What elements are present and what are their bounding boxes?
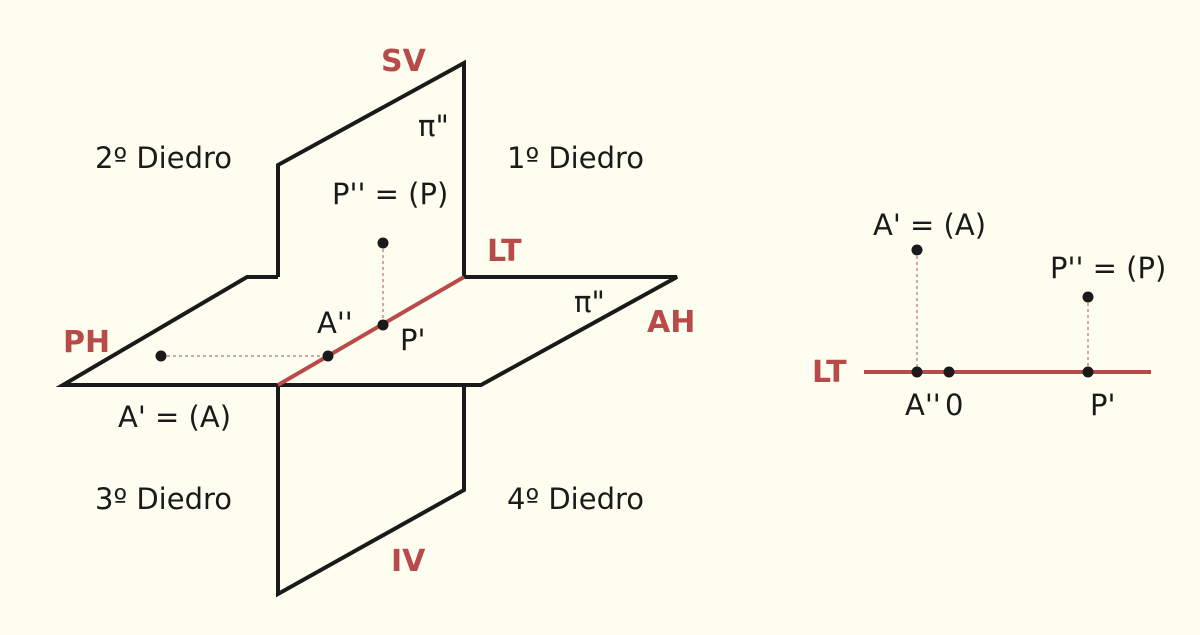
label-a-bottom: A'' [905, 388, 941, 422]
label-lt: LT [487, 234, 522, 269]
lower-vertical-plane [276, 385, 466, 598]
label-dihedron-3: 3º Diedro [95, 482, 232, 516]
label-pi-vertical: π" [418, 109, 449, 143]
point-p-top [1082, 291, 1094, 303]
horizontal-plane [55, 275, 678, 387]
label-p-vertical: P'' = (P) [332, 177, 448, 211]
lt-line [276, 275, 466, 387]
label-iv: IV [391, 544, 426, 579]
label-ph: PH [63, 325, 110, 360]
label-sv: SV [381, 44, 427, 79]
point-origin [943, 366, 955, 378]
point-a-horizontal [155, 350, 167, 362]
label-a-vertical: A'' [317, 306, 353, 340]
upper-vertical-plane [276, 59, 466, 277]
label-dihedron-1: 1º Diedro [507, 141, 644, 175]
point-a-vertical [322, 350, 334, 362]
label-dihedron-2: 2º Diedro [95, 141, 232, 175]
label-p-top: P'' = (P) [1050, 251, 1166, 285]
label-lt-right: LT [812, 355, 847, 390]
label-a-horizontal: A' = (A) [118, 400, 231, 434]
label-ah: AH [647, 305, 695, 340]
point-a-bottom [911, 366, 923, 378]
point-a-top [911, 244, 923, 256]
label-dihedron-4: 4º Diedro [507, 482, 644, 516]
point-p-vertical [377, 237, 389, 249]
label-pi-horizontal: π" [574, 285, 605, 319]
label-p-bottom: P' [1090, 388, 1115, 422]
label-p-horizontal: P' [400, 323, 425, 357]
point-p-horizontal [377, 319, 389, 331]
label-a-top: A' = (A) [873, 208, 986, 242]
label-origin: 0 [945, 388, 963, 422]
point-p-bottom [1082, 366, 1094, 378]
